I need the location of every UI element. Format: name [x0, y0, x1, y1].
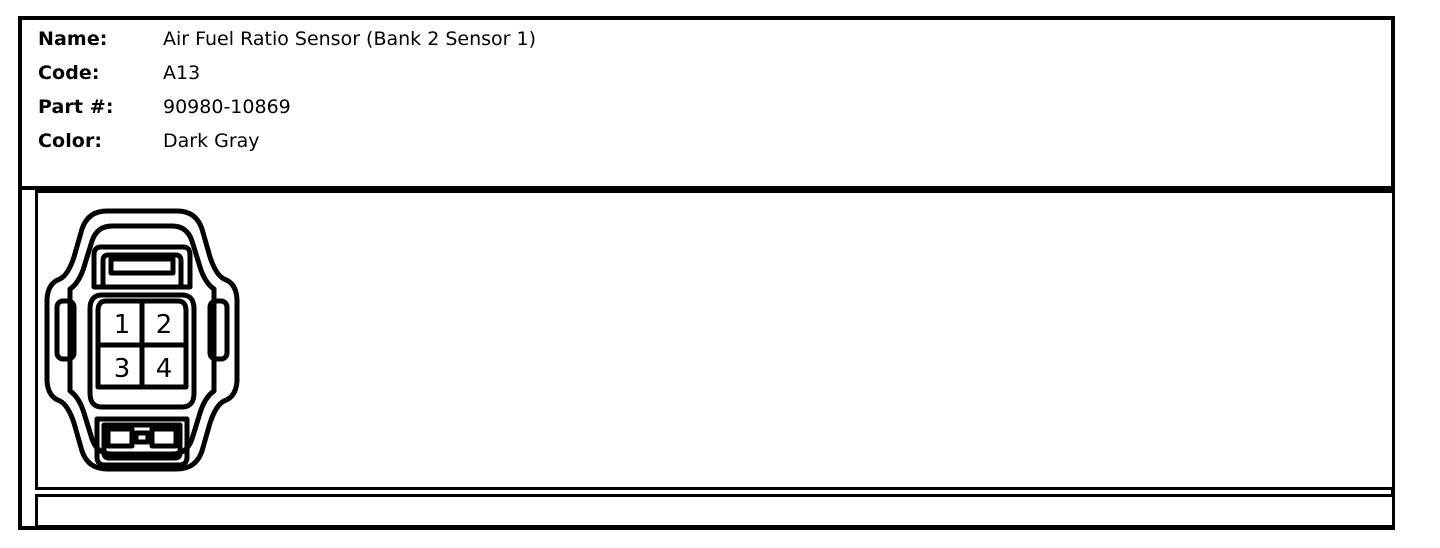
connector-face-diagram: 1 2 3 4 — [44, 195, 274, 487]
header-divider — [18, 186, 1395, 190]
sheet-bottom-strip — [35, 494, 1395, 528]
connector-diagram-box: 1 2 3 4 — [35, 190, 1395, 490]
pin-number-1: 1 — [114, 310, 131, 340]
connector-4-pin-icon: 1 2 3 4 — [44, 208, 240, 472]
pin-number-2: 2 — [156, 310, 173, 340]
spec-row-name: Name: Air Fuel Ratio Sensor (Bank 2 Sens… — [38, 28, 1238, 62]
spec-row-code: Code: A13 — [38, 62, 1238, 96]
spec-label-code: Code: — [38, 62, 100, 84]
spec-label-color: Color: — [38, 130, 103, 152]
spec-value-color: Dark Gray — [163, 130, 260, 152]
spec-value-part-number: 90980-10869 — [163, 96, 291, 118]
spec-header-block: Name: Air Fuel Ratio Sensor (Bank 2 Sens… — [38, 28, 1238, 164]
spec-value-name: Air Fuel Ratio Sensor (Bank 2 Sensor 1) — [163, 28, 537, 50]
pin-number-3: 3 — [114, 354, 131, 384]
spec-label-name: Name: — [38, 28, 108, 50]
spec-value-code: A13 — [163, 62, 201, 84]
pin-number-4: 4 — [156, 354, 173, 384]
spec-label-part-number: Part #: — [38, 96, 114, 118]
spec-row-color: Color: Dark Gray — [38, 130, 1238, 164]
spec-row-part-number: Part #: 90980-10869 — [38, 96, 1238, 130]
